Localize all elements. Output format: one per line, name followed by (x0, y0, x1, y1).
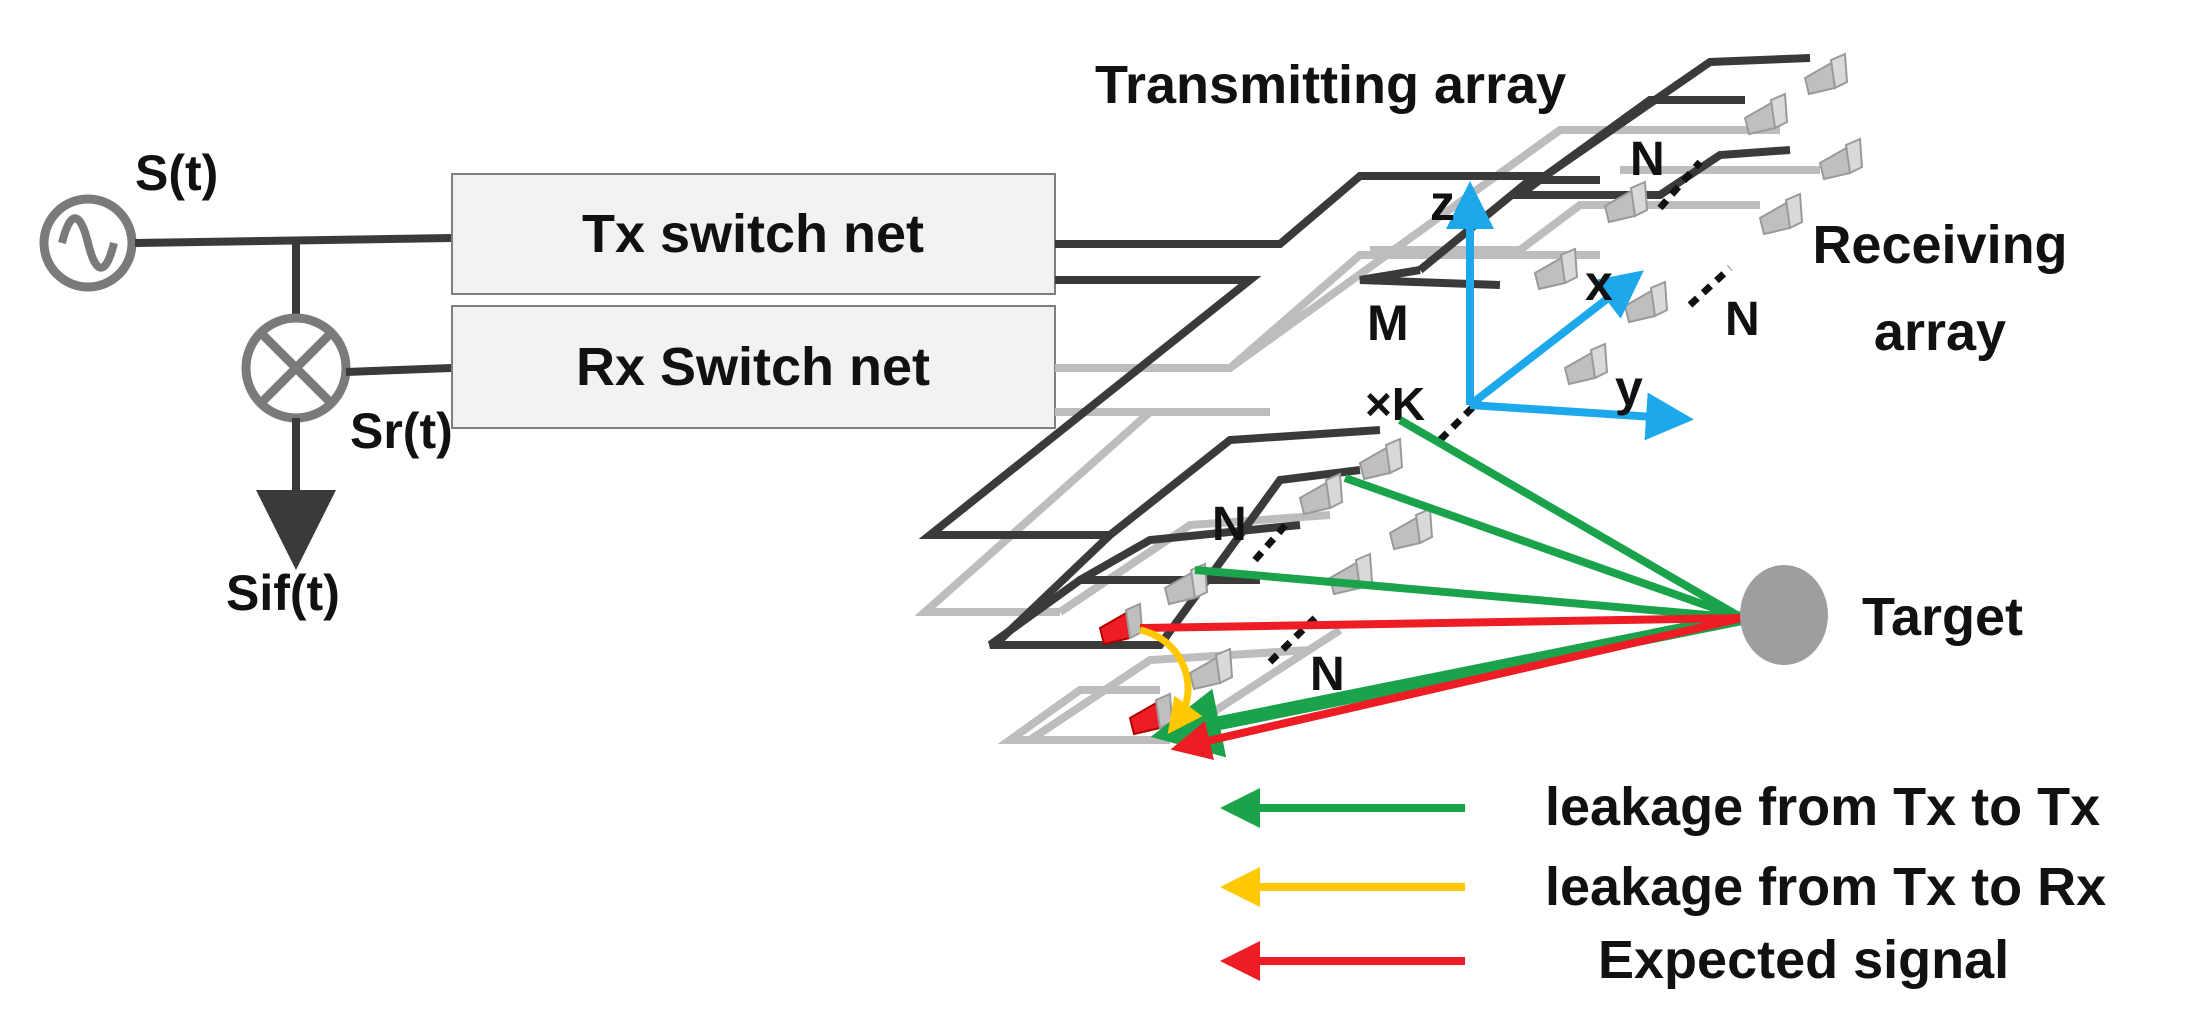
n-label-1: N (1630, 133, 1665, 186)
array-ellipsis-marks (1252, 159, 1733, 665)
transmitting-array-label: Transmitting array (1095, 55, 1566, 115)
source-feed-line (134, 234, 453, 247)
target-icon (1740, 565, 1828, 665)
axis-x-label: x (1585, 255, 1613, 311)
n-label-2: N (1725, 293, 1760, 346)
axis-y-label: y (1615, 360, 1643, 416)
rx-switch-net-label: Rx Switch net (576, 337, 930, 397)
received-label: Sr(t) (350, 403, 453, 459)
legend-label-expected: Expected signal (1598, 930, 2009, 990)
legend-label-tx-to-tx: leakage from Tx to Tx (1545, 777, 2100, 837)
signal-source-icon (39, 194, 137, 292)
tx-switch-net-label: Tx switch net (582, 204, 924, 264)
n-label-3: N (1212, 498, 1247, 551)
mixer-rx-line (345, 364, 453, 376)
legend-label-tx-to-rx: leakage from Tx to Rx (1545, 857, 2106, 917)
axis-z-label: z (1430, 175, 1455, 231)
mixer-icon (241, 313, 351, 423)
k-label: ×K (1365, 378, 1425, 430)
if-output-label: Sif(t) (226, 565, 340, 621)
tx-to-rx-leakage-arc (1139, 626, 1203, 735)
receiving-array-label-line1: Receiving (1812, 215, 2067, 275)
legend: leakage from Tx to Tx leakage from Tx to… (1220, 777, 2106, 990)
rx-switch-net-box: Rx Switch net (451, 305, 1056, 429)
expected-signal-lines (1139, 614, 1743, 761)
tx-switch-net-box: Tx switch net (451, 173, 1056, 295)
receiving-array-label-line2: array (1874, 302, 2006, 362)
source-label: S(t) (135, 145, 218, 201)
tx-routing-lines (918, 54, 1811, 649)
coordinate-axes (1446, 181, 1694, 441)
target-label: Target (1862, 587, 2023, 647)
m-label: M (1367, 295, 1409, 351)
